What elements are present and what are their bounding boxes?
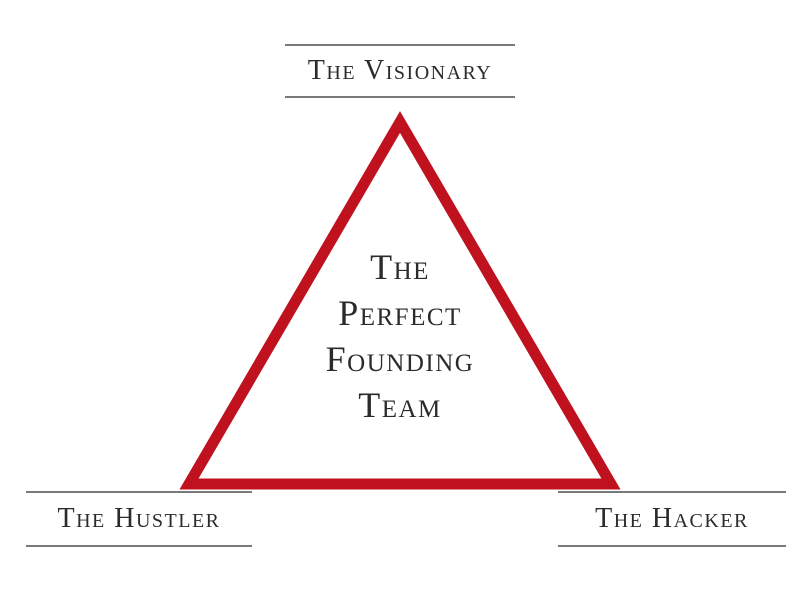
title-line-1: The bbox=[370, 247, 430, 287]
hustler-label-frame: The Hustler bbox=[26, 491, 252, 547]
title-line-2: Perfect bbox=[338, 293, 462, 333]
hustler-label: The Hustler bbox=[57, 503, 221, 534]
visionary-label-frame: The Visionary bbox=[285, 44, 515, 98]
diagram-title: The Perfect Founding Team bbox=[250, 244, 550, 428]
visionary-label: The Visionary bbox=[307, 55, 493, 86]
hacker-label: The Hacker bbox=[595, 503, 749, 534]
title-line-3: Founding bbox=[325, 339, 475, 379]
title-line-4: Team bbox=[358, 385, 442, 425]
hacker-label-frame: The Hacker bbox=[558, 491, 786, 547]
